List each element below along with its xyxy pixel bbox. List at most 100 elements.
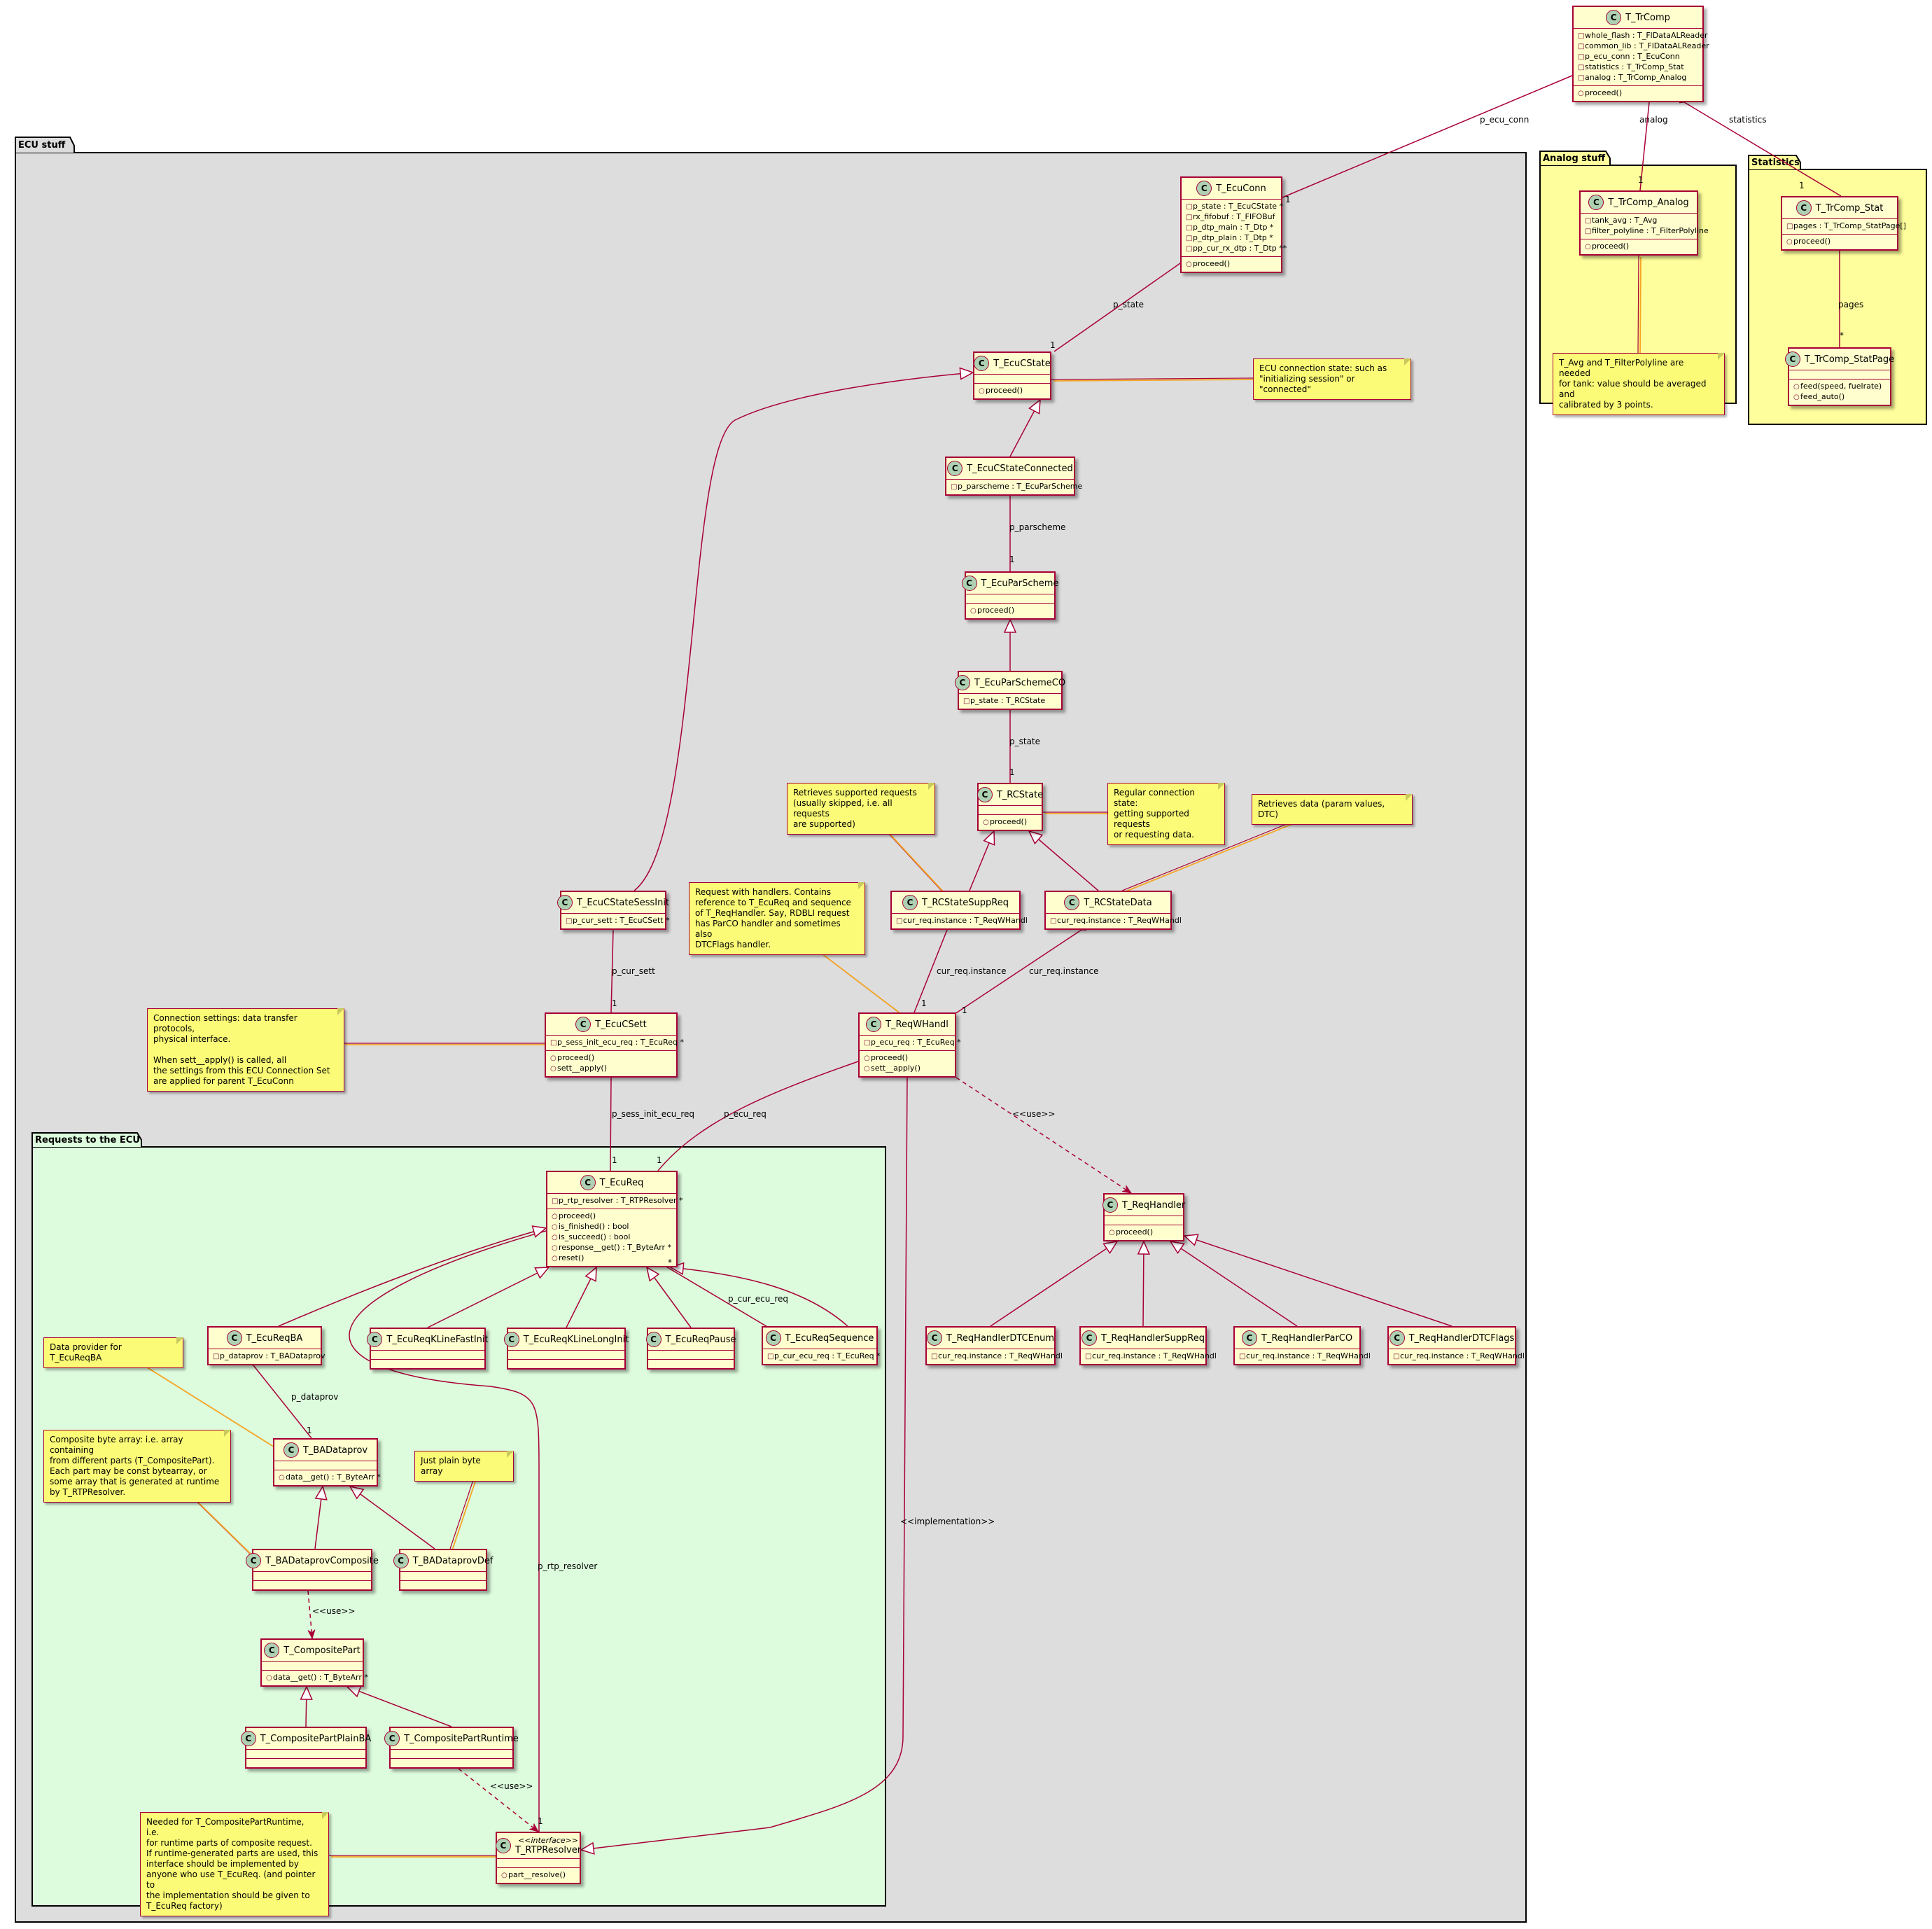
member-text: statistics : T_TrComp_Stat [1585, 62, 1684, 71]
class-name: T_EcuReqBA [246, 1332, 303, 1344]
private-visibility-icon: □ [1186, 245, 1193, 253]
attribute: □pages : T_TrComp_StatPage[] [1786, 221, 1906, 232]
private-visibility-icon: □ [566, 917, 573, 925]
gen-pause [647, 1267, 692, 1328]
class-name: T_RCState [996, 789, 1044, 800]
class-title: T_BADataprovDef [413, 1556, 493, 1566]
class-name: T_TrComp_Stat [1815, 202, 1884, 214]
methods-section: ○proceed()○sett__apply() [860, 1051, 955, 1076]
method: ○is_finished() : bool [552, 1222, 672, 1232]
private-visibility-icon: □ [1585, 217, 1592, 225]
class-title: T_CompositePartPlainBA [260, 1734, 372, 1744]
member-text: sett__apply() [557, 1064, 607, 1073]
member-text: sett__apply() [871, 1064, 920, 1073]
class-t-badataprovdef[interactable]: C T_BADataprovDef [393, 1549, 493, 1591]
label-p-state-2: p_state [1009, 737, 1041, 746]
public-visibility-icon: ○ [970, 607, 976, 615]
class-title: T_ReqHandlerParCO [1261, 1333, 1352, 1344]
link-sessinit-ecucsett [610, 922, 617, 1013]
method: ○proceed() [552, 1211, 672, 1222]
class-c-icon: C [393, 1553, 409, 1568]
class-c-icon: C [645, 1332, 662, 1347]
label-statistics: statistics [1729, 115, 1767, 125]
public-visibility-icon: ○ [864, 1065, 870, 1073]
attribute: □p_state : T_RCState [963, 696, 1057, 706]
attributes-section [497, 1859, 580, 1868]
notelink-ecucstate-b [1053, 379, 1256, 382]
dep-composite-compositepart [307, 1590, 312, 1638]
attributes-section: □pages : T_TrComp_StatPage[] [1782, 219, 1906, 235]
member-text: p_state : T_RCState [970, 696, 1046, 705]
attributes-section [974, 375, 1050, 384]
methods-section: ○feed(speed, fuelrate)○feed_auto() [1789, 379, 1890, 405]
public-visibility-icon: ○ [864, 1054, 870, 1062]
methods-section [391, 1759, 512, 1767]
attributes-section [508, 1351, 624, 1360]
methods-section [371, 1360, 484, 1368]
private-visibility-icon: □ [931, 1353, 938, 1360]
class-c-icon: C [1081, 1330, 1097, 1346]
note-dataprov-ba: Data provider for T_EcuReqBA [43, 1337, 183, 1368]
attribute: □p_ecu_conn : T_EcuConn [1578, 52, 1698, 62]
link-sequence-ecureq [664, 1265, 776, 1332]
member-text: proceed() [986, 386, 1023, 395]
gen-rh-parco [1170, 1241, 1298, 1327]
class-title: T_EcuReqKLineLongInit [524, 1335, 629, 1345]
attributes-section: □whole_flash : T_FlDataALReader□common_l… [1574, 29, 1709, 86]
attributes-section [1105, 1216, 1183, 1225]
link-ecureqba-badataprov [248, 1359, 312, 1439]
public-visibility-icon: ○ [279, 1474, 285, 1482]
class-title: T_ReqHandlerDTCEnum [946, 1333, 1054, 1344]
gen-sessinit [634, 372, 973, 891]
gen-klinefast [427, 1267, 549, 1328]
public-visibility-icon: ○ [1585, 243, 1591, 251]
private-visibility-icon: □ [550, 1039, 557, 1047]
public-visibility-icon: ○ [1109, 1229, 1115, 1237]
class-title: T_EcuConn [1216, 183, 1266, 194]
attribute: □p_parscheme : T_EcuParScheme [951, 482, 1082, 492]
class-name: T_EcuConn [1216, 183, 1266, 194]
class-c-icon: C [1795, 200, 1812, 216]
class-t-rtpresolver[interactable]: C<<interface>>T_RTPResolver○part__resolv… [495, 1832, 581, 1884]
attributes-section: □cur_req.instance : T_ReqWHandl [1389, 1349, 1525, 1364]
member-text: pp_cur_rx_dtp : T_Dtp ** [1193, 244, 1287, 253]
member-text: p_sess_init_ecu_req : T_EcuReq * [557, 1038, 684, 1047]
